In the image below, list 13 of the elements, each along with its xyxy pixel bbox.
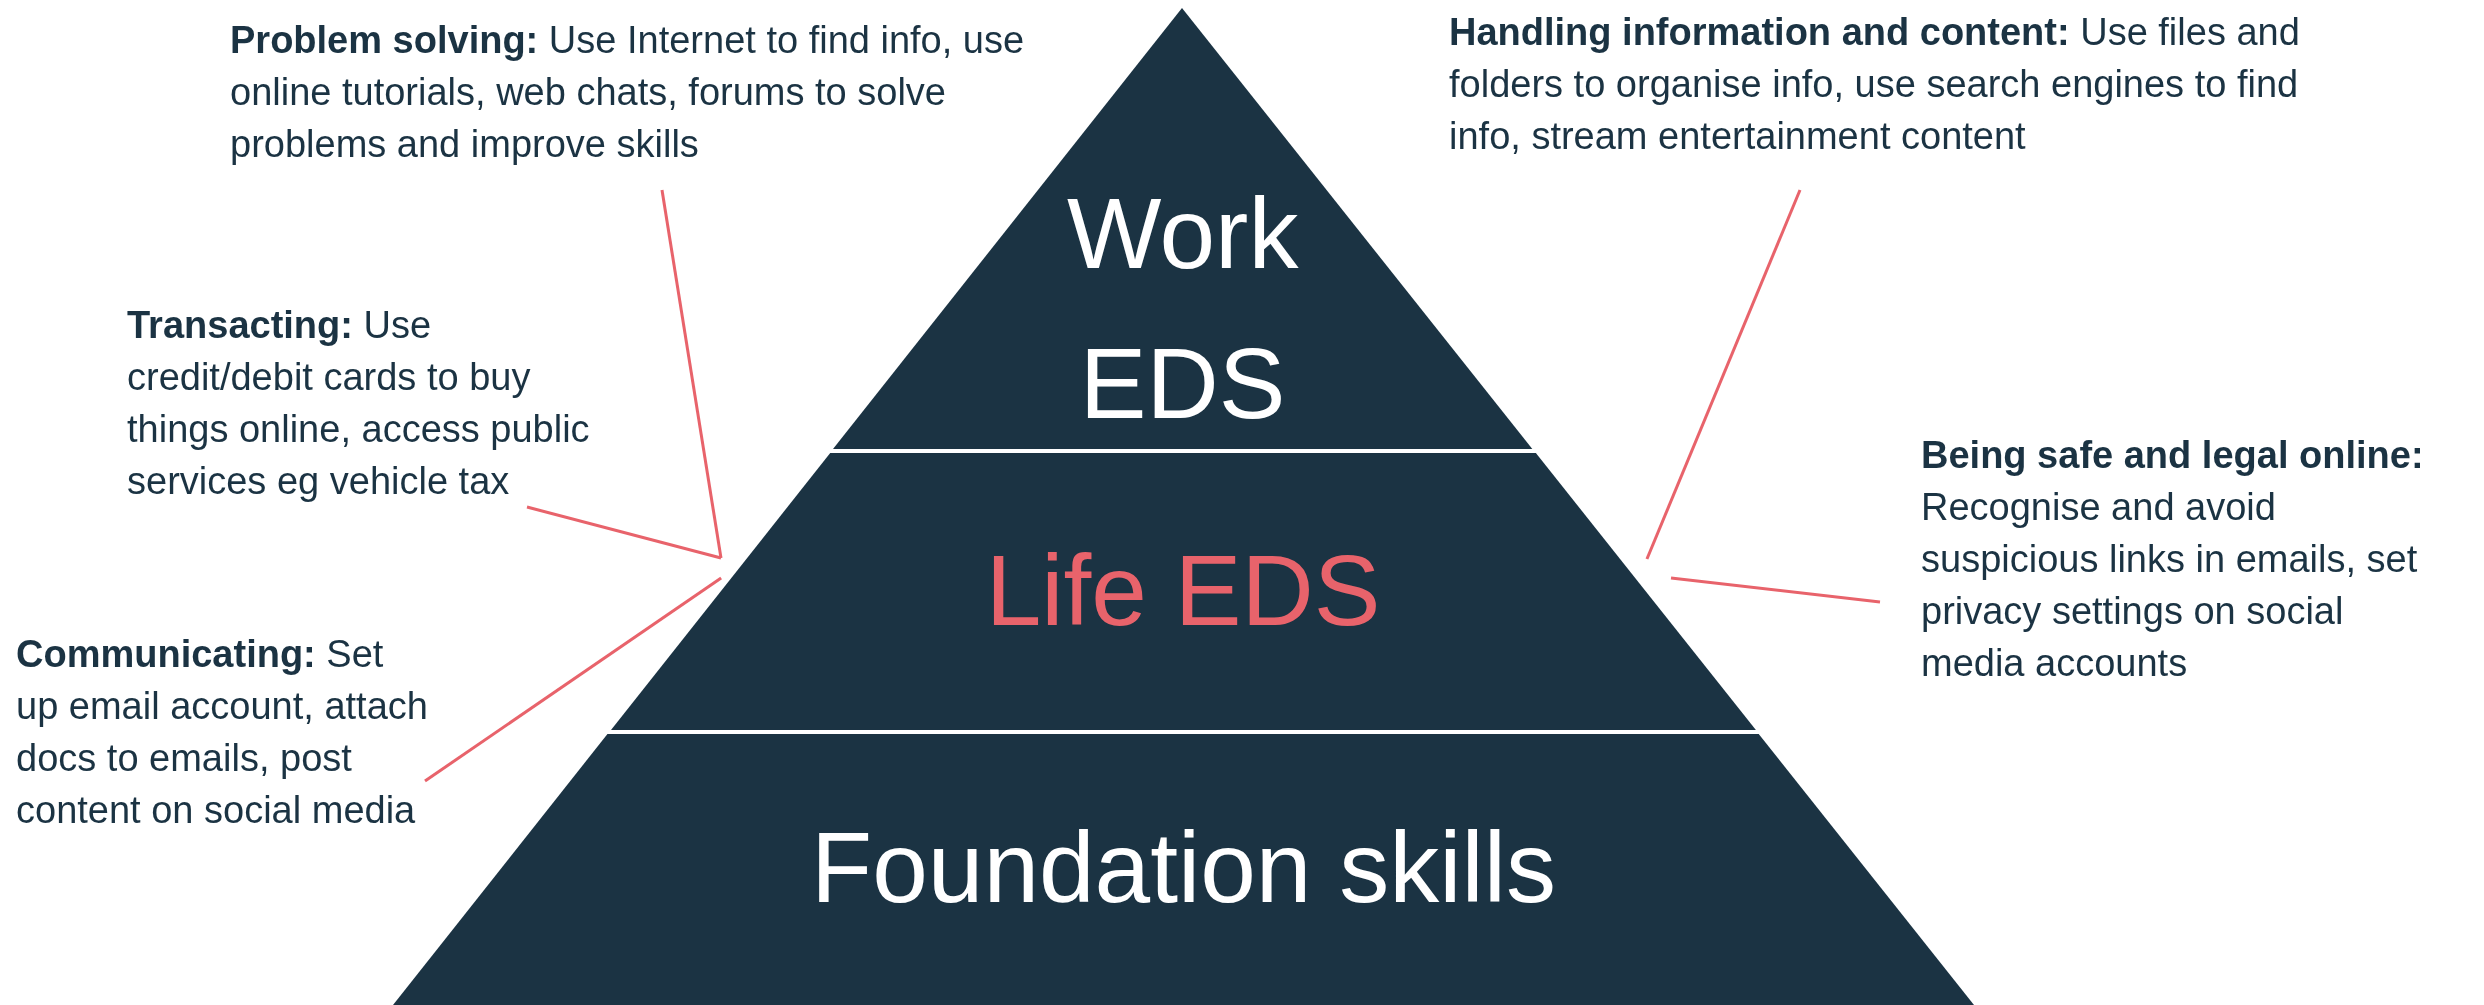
skill-description: Communicating: Set up email account, attach docs to emails, post content on social media: [16, 632, 429, 833]
tier-label: Foundation skills: [810, 810, 1557, 925]
leader-line: [424, 576, 722, 783]
leader-line: [526, 505, 722, 560]
leader-line: [660, 189, 723, 559]
tier-label: Work EDS: [1065, 176, 1300, 441]
tier-label: Life EDS: [984, 533, 1382, 648]
leader-line: [1645, 189, 1802, 560]
leader-line: [1670, 576, 1881, 604]
skill-description: Problem solving: Use Internet to find info, use online tutorials, web chats, forums to solve problems and improve skills: [230, 18, 1026, 167]
skill-description: Being safe and legal online: Recognise and avoid suspicious links in emails, set privacy settings on social media accounts: [1921, 433, 2425, 686]
skill-description: Handling information and content: Use files and folders to organise info, use search engines to find info, stream entertainment content: [1449, 10, 2301, 159]
skill-description: Transacting: Use credit/debit cards to buy things online, access public services eg vehicle tax: [127, 303, 591, 504]
